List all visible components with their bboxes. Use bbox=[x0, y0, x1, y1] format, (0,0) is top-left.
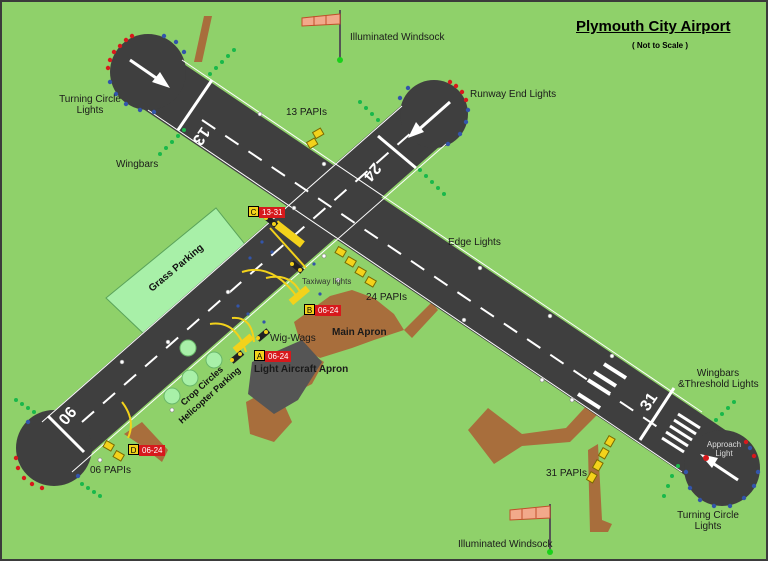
arrow-ne-icon bbox=[408, 100, 451, 138]
wingbars-se-label-1: Wingbars bbox=[696, 368, 740, 379]
threshold-31 bbox=[638, 387, 676, 441]
map-title: Plymouth City Airport bbox=[576, 18, 731, 35]
runway-end-lights-label: Runway End Lights bbox=[470, 89, 557, 100]
approach-light-icon bbox=[703, 455, 709, 461]
holding-point-c-letter: C bbox=[248, 206, 259, 217]
turning-circle-lights-se bbox=[683, 439, 761, 509]
taxiway-edge-lights bbox=[236, 240, 322, 324]
papis-13 bbox=[305, 127, 325, 150]
holding-point-d-text: 06-24 bbox=[139, 445, 166, 456]
turning-circle-lights-sw bbox=[13, 419, 81, 491]
access-road-north bbox=[194, 16, 212, 62]
windsock-bottom-icon bbox=[509, 504, 553, 555]
threshold-24 bbox=[377, 134, 417, 170]
taxiway-south-track bbox=[468, 402, 600, 464]
holding-point-d-letter: D bbox=[128, 444, 139, 455]
centerline-13-31 bbox=[201, 119, 663, 431]
turning-circle-nw-label-2: Lights bbox=[76, 105, 104, 116]
papis-24-label: 24 PAPIs bbox=[366, 292, 407, 303]
windsock-bottom-label: Illuminated Windsock bbox=[458, 539, 553, 550]
papis-06 bbox=[102, 439, 126, 462]
turning-circle-nw-label-1: Turning Circle bbox=[59, 94, 121, 105]
turning-circle-ne bbox=[400, 80, 468, 148]
wingbars-nw-label: Wingbars bbox=[116, 159, 159, 170]
holding-point-c-text: 13-31 bbox=[259, 207, 286, 218]
turning-circle-lights-nw bbox=[105, 33, 187, 115]
papis-31 bbox=[585, 434, 616, 484]
edge-lights-label: Edge Lights bbox=[448, 237, 501, 248]
taxiway-stripe-a bbox=[232, 333, 254, 354]
turning-circle-se-label-1: Turning Circle bbox=[677, 510, 739, 521]
arrow-nw-icon bbox=[129, 58, 170, 88]
threshold-piano-keys-31 bbox=[661, 412, 701, 454]
holding-point-b-letter: B bbox=[304, 304, 315, 315]
threshold-13 bbox=[176, 79, 214, 131]
map-subtitle: ( Not to Scale ) bbox=[632, 41, 689, 50]
approach-light-label-1: Approach bbox=[706, 440, 742, 449]
holding-point-a-letter: A bbox=[254, 350, 265, 361]
light-aircraft-apron-label: Light Aircraft Apron bbox=[254, 364, 349, 375]
main-apron-label: Main Apron bbox=[332, 327, 387, 338]
touchdown-marks-31 bbox=[576, 362, 628, 410]
papis-31-label: 31 PAPIs bbox=[546, 468, 587, 479]
taxiway-south-track-2 bbox=[588, 444, 612, 532]
windsock-top-label: Illuminated Windsock bbox=[350, 32, 445, 43]
edge-line-06-24-b bbox=[71, 143, 447, 473]
papis-13-label: 13 PAPIs bbox=[286, 107, 327, 118]
runway-13-31 bbox=[125, 47, 739, 489]
windsock-top-icon bbox=[301, 10, 343, 63]
taxiway-stripe-c bbox=[273, 220, 305, 248]
papis-06-label: 06 PAPIs bbox=[90, 465, 131, 476]
centerline-06-24 bbox=[81, 131, 413, 423]
crop-circles bbox=[163, 339, 223, 405]
edge-lights bbox=[97, 111, 615, 463]
runway-06-24 bbox=[35, 92, 453, 470]
holding-point-b-text: 06-24 bbox=[315, 305, 342, 316]
holding-point-a-text: 06-24 bbox=[265, 351, 292, 362]
edge-line-13-31-a bbox=[181, 59, 703, 413]
wingbars-se-label-2: &Threshold Lights bbox=[678, 379, 759, 390]
approach-light-label-2: Light bbox=[715, 449, 733, 458]
taxiway-lights-label: Taxiway lights bbox=[302, 277, 352, 286]
taxiway-stripe-b bbox=[288, 285, 310, 306]
turning-circle-sw bbox=[16, 410, 92, 486]
edge-line-13-31-b bbox=[147, 109, 683, 473]
threshold-06 bbox=[46, 414, 86, 454]
wig-wags-label: Wig-Wags bbox=[270, 333, 316, 344]
edge-line-06-24-a bbox=[41, 105, 403, 423]
turning-circle-se-label-2: Lights bbox=[694, 521, 722, 532]
wingbar-lights bbox=[14, 48, 736, 498]
papis-24 bbox=[334, 245, 378, 288]
runway-end-lights-ne bbox=[397, 79, 471, 147]
